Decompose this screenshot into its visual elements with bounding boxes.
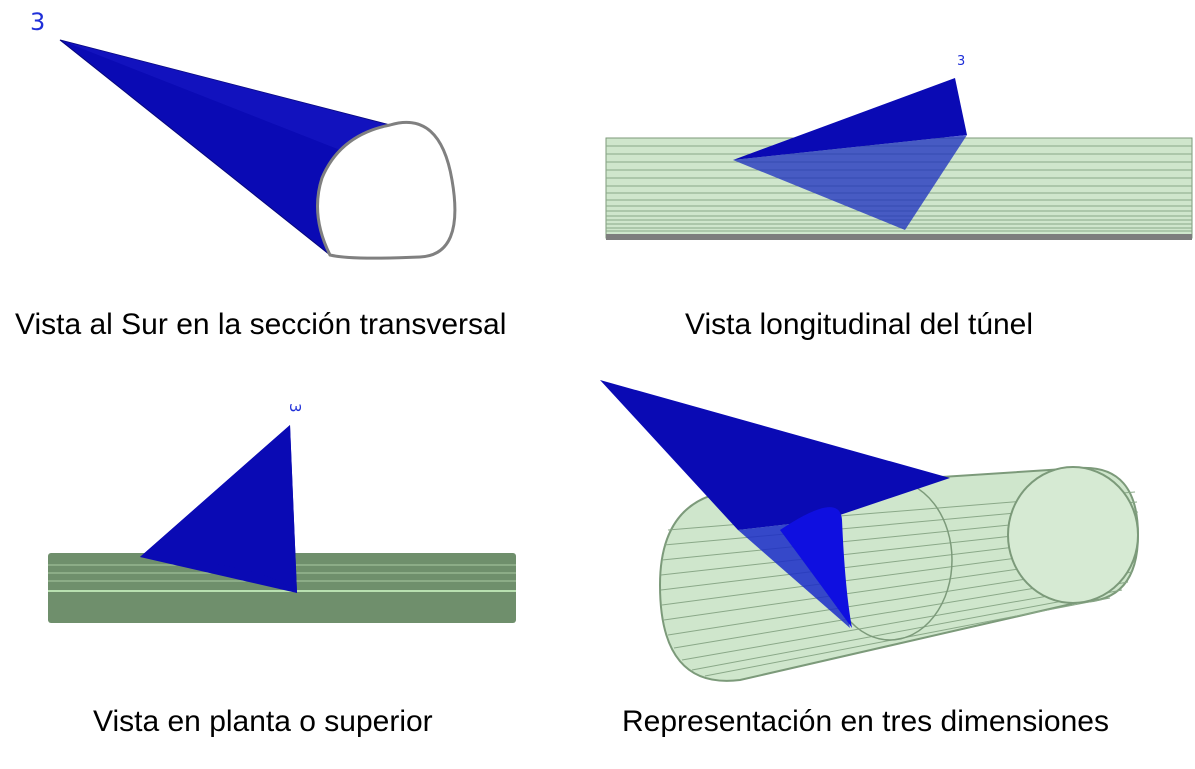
longitudinal-view: 3 (605, 54, 1193, 240)
wedge-intersection-face (780, 507, 852, 628)
caption-cross-section: Vista al Sur en la sección transversal (15, 308, 507, 341)
tunnel-end-ellipse (1007, 466, 1139, 604)
wedge-face-shade (60, 40, 390, 150)
wedge-block-curve (140, 425, 297, 593)
point-label-3: 3 (957, 54, 965, 69)
wedge-block (600, 380, 950, 530)
point-label-3: 3 (286, 403, 304, 413)
wedge-lower-part (733, 135, 967, 230)
wedge-block (733, 78, 967, 160)
tunnel-floor (606, 234, 1192, 240)
cross-section-view: 3 (30, 8, 457, 260)
caption-plan-view: Vista en planta o superior (93, 705, 433, 738)
tunnel-section-outline (316, 120, 457, 260)
plan-view: 3 (48, 403, 516, 623)
caption-longitudinal: Vista longitudinal del túnel (685, 308, 1034, 341)
caption-three-d: Representación en tres dimensiones (622, 705, 1109, 738)
point-label-3: 3 (30, 8, 45, 36)
three-d-view (600, 380, 1140, 682)
